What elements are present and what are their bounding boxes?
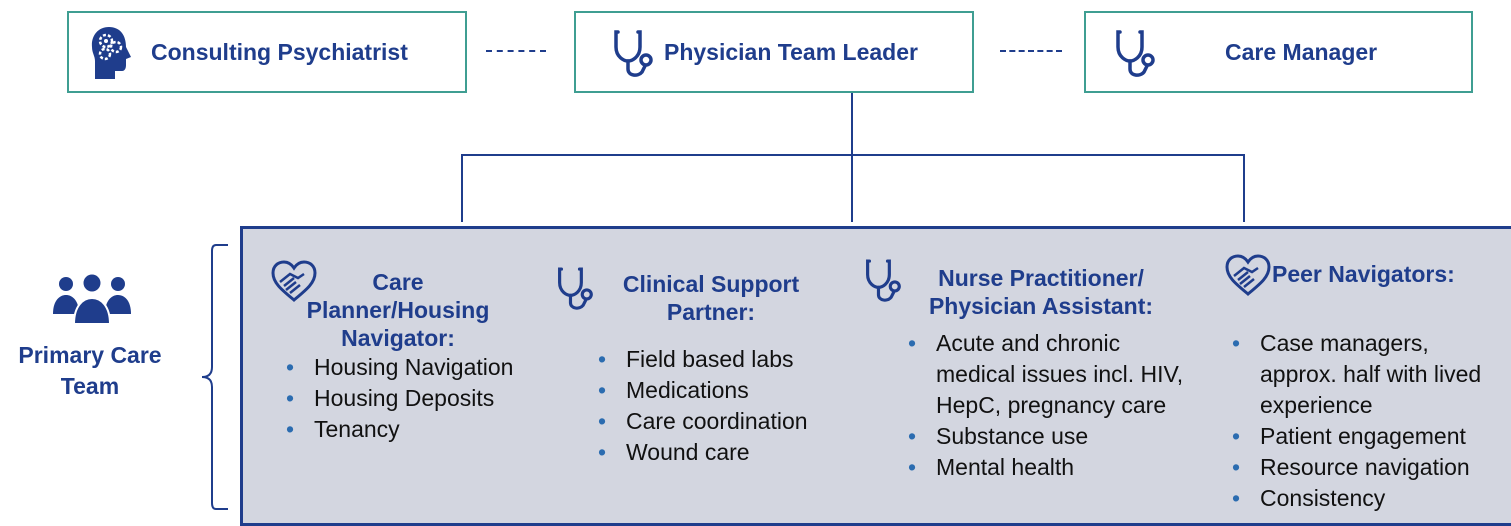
primary-care-team-label: Primary Care Team [18, 342, 162, 399]
care-planner-list: Housing Navigation Housing Deposits Tena… [282, 352, 532, 445]
nurse-practitioner-title: Nurse Practitioner/ Physician Assistant: [928, 265, 1154, 319]
brain-gears-icon [91, 27, 131, 79]
stethoscope-icon [1116, 30, 1155, 77]
list-item: Care coordination [594, 406, 854, 437]
dashed-connector-left [486, 50, 546, 52]
list-item: Resource navigation [1228, 452, 1510, 483]
list-item: Substance use [904, 421, 1204, 452]
list-item: Wound care [594, 437, 854, 468]
clinical-support-list: Field based labs Medications Care coordi… [594, 344, 854, 468]
list-item: Mental health [904, 452, 1204, 483]
connector-horizontal [461, 154, 1245, 156]
peer-navigators-list: Case managers, approx. half with lived e… [1228, 328, 1510, 514]
people-group-icon [53, 274, 131, 325]
heart-hands-icon [1225, 254, 1271, 296]
stethoscope-icon [614, 30, 653, 77]
list-item: Medications [594, 375, 854, 406]
heart-hands-icon [271, 260, 317, 302]
team-brace [201, 244, 228, 510]
connector-drop-right [1243, 154, 1245, 222]
list-item: Field based labs [594, 344, 854, 375]
list-item: Patient engagement [1228, 421, 1510, 452]
connector-vertical-main [851, 93, 853, 222]
peer-navigators-title: Peer Navigators: [1272, 261, 1455, 287]
stethoscope-icon [866, 259, 901, 302]
list-item: Consistency [1228, 483, 1510, 514]
care-planner-title: Care Planner/Housing Navigator: [306, 269, 490, 351]
physician-team-leader-box: Physician Team Leader [574, 11, 974, 93]
stethoscope-icon [558, 267, 593, 310]
care-manager-box: Care Manager [1084, 11, 1473, 93]
dashed-connector-right [1000, 50, 1062, 52]
care-manager-label: Care Manager [1225, 38, 1378, 65]
consulting-psychiatrist-label: Consulting Psychiatrist [151, 38, 408, 65]
consulting-psychiatrist-box: Consulting Psychiatrist [67, 11, 467, 93]
list-item: Housing Navigation [282, 352, 532, 383]
physician-team-leader-label: Physician Team Leader [664, 38, 918, 65]
list-item: Housing Deposits [282, 383, 532, 414]
nurse-practitioner-list: Acute and chronic medical issues incl. H… [904, 328, 1204, 483]
clinical-support-title: Clinical Support Partner: [622, 271, 800, 325]
list-item: Tenancy [282, 414, 532, 445]
list-item: Acute and chronic medical issues incl. H… [904, 328, 1204, 421]
connector-drop-left [461, 154, 463, 222]
list-item: Case managers, approx. half with lived e… [1228, 328, 1510, 421]
